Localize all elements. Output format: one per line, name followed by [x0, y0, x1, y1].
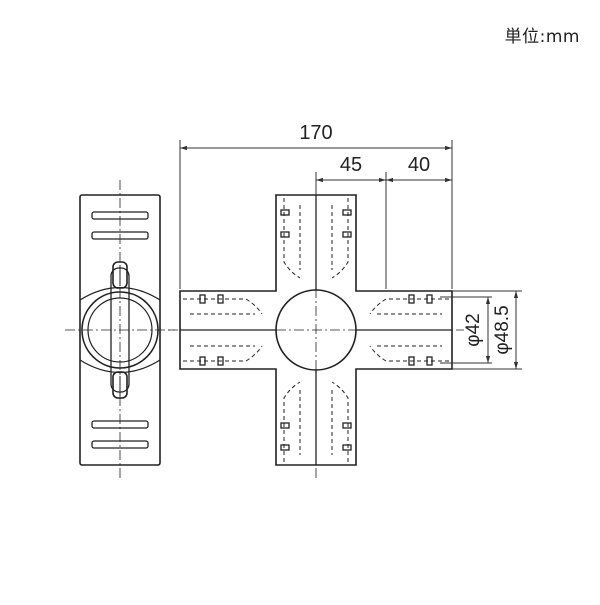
dim-text-phi48-5: φ48.5 [492, 305, 513, 354]
side-view [65, 180, 175, 480]
hidden-line [331, 198, 349, 279]
notch [426, 294, 433, 304]
dim-text-overall: 170 [299, 122, 332, 144]
hidden-line [283, 381, 301, 462]
dim-text-40: 40 [408, 154, 430, 176]
arm-notches [199, 209, 433, 451]
dim-text-phi42: φ42 [463, 313, 484, 346]
notch [342, 209, 352, 216]
hidden-line [183, 345, 263, 362]
notch [408, 356, 415, 366]
notch [280, 231, 290, 238]
front-view [168, 180, 464, 480]
notch [199, 356, 206, 366]
notch [217, 294, 224, 304]
hidden-line [183, 298, 263, 315]
unit-label: 単位:mm [504, 27, 580, 47]
dim-text-45: 45 [340, 154, 362, 176]
hidden-line [331, 381, 349, 462]
hidden-line [369, 345, 449, 362]
notch [408, 294, 415, 304]
hidden-line [369, 298, 449, 315]
notch [426, 356, 433, 366]
cross-outline [179, 194, 453, 466]
dimensions [179, 140, 522, 370]
notch [217, 356, 224, 366]
notch [280, 209, 290, 216]
notch [342, 444, 352, 451]
notch [280, 444, 290, 451]
hidden-contours [183, 198, 449, 462]
notch [342, 422, 352, 429]
notch [342, 231, 352, 238]
notch [280, 422, 290, 429]
notch [199, 294, 206, 304]
hidden-line [283, 198, 301, 279]
